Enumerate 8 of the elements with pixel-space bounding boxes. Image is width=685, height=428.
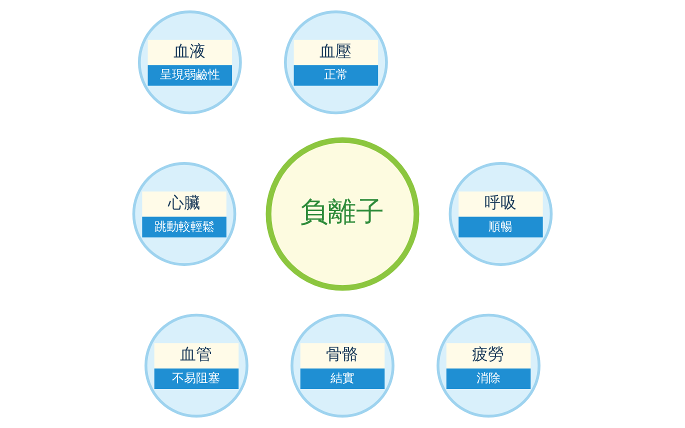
node-circle: 血壓 正常 — [284, 10, 388, 114]
node-circle: 疲勞 消除 — [436, 314, 540, 418]
node-circle: 骨骼 結實 — [290, 314, 394, 418]
node-circle: 負離子 — [266, 137, 420, 291]
node-circle: 血液 呈現弱鹼性 — [138, 10, 242, 114]
node-circle: 心臟 跳動較輕鬆 — [132, 162, 236, 266]
node-circle: 呼吸 順暢 — [448, 162, 553, 266]
node-circle: 血管 不易阻塞 — [144, 314, 248, 418]
